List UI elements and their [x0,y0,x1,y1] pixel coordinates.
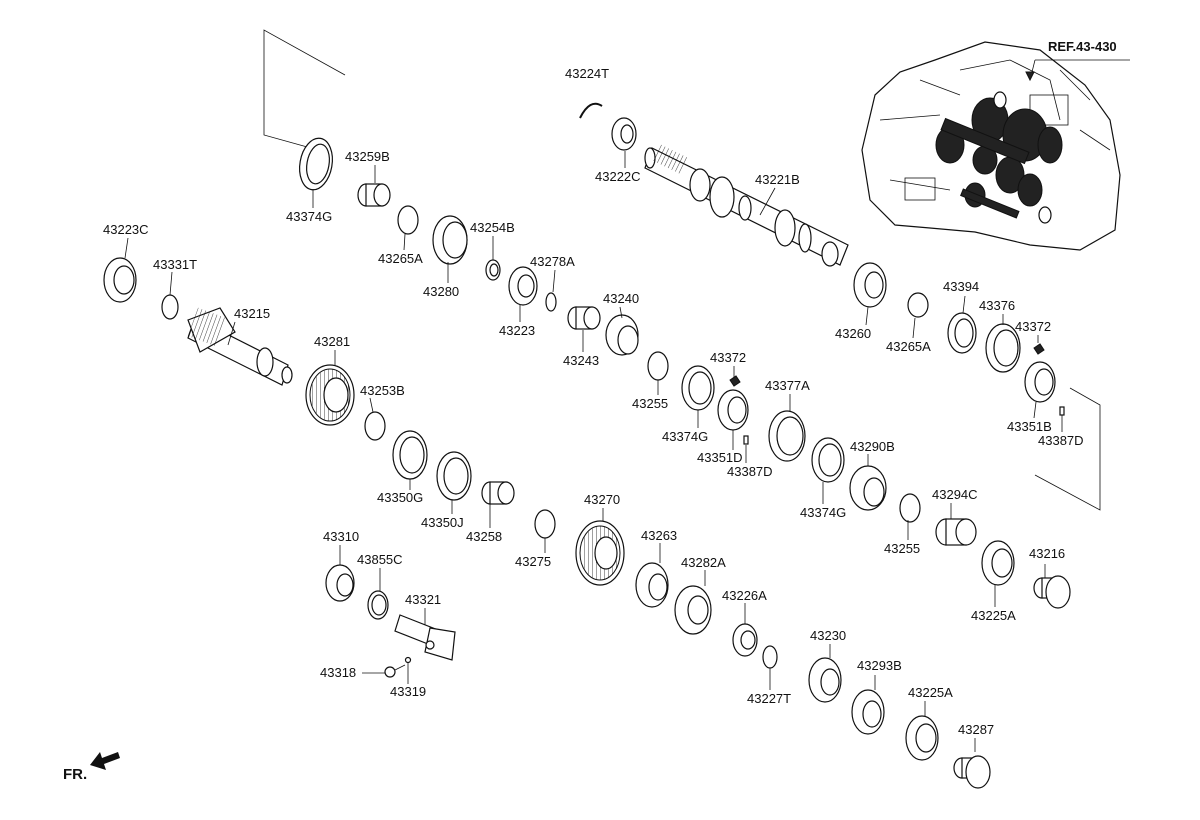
part-label[interactable]: 43254B [470,220,515,235]
part-label[interactable]: 43377A [765,378,810,393]
part-label[interactable]: 43223C [103,222,149,237]
part-label[interactable]: 43259B [345,149,390,164]
part-label[interactable]: 43374G [800,505,846,520]
front-arrow-icon [90,752,120,770]
part-label[interactable]: 43240 [603,291,639,306]
part-labels: 43374G 43259B 43223C 43331T 43215 43265A… [103,66,1084,737]
part-label[interactable]: 43281 [314,334,350,349]
part-label[interactable]: 43387D [1038,433,1084,448]
part-label[interactable]: 43331T [153,257,197,272]
part-label[interactable]: 43255 [632,396,668,411]
part-label[interactable]: 43263 [641,528,677,543]
part-label[interactable]: 43321 [405,592,441,607]
part-label[interactable]: 43275 [515,554,551,569]
part-label[interactable]: 43318 [320,665,356,680]
bracket-lines [263,29,1101,511]
part-label[interactable]: 43290B [850,439,895,454]
reference-transmission-image [861,41,1130,251]
part-label[interactable]: 43855C [357,552,403,567]
part-label[interactable]: 43319 [390,684,426,699]
part-label[interactable]: 43222C [595,169,641,184]
part-label[interactable]: 43255 [884,541,920,556]
part-label[interactable]: 43394 [943,279,979,294]
part-label[interactable]: 43372 [710,350,746,365]
part-label[interactable]: 43351D [697,450,743,465]
part-label[interactable]: 43350J [421,515,464,530]
part-label[interactable]: 43243 [563,353,599,368]
part-label[interactable]: 43215 [234,306,270,321]
part-label[interactable]: 43224T [565,66,609,81]
part-label[interactable]: 43282A [681,555,726,570]
part-label[interactable]: 43270 [584,492,620,507]
part-label[interactable]: 43216 [1029,546,1065,561]
leader-lines [124,151,1063,752]
part-label[interactable]: 43230 [810,628,846,643]
part-label[interactable]: 43294C [932,487,978,502]
part-label[interactable]: 43226A [722,588,767,603]
part-label[interactable]: 43350G [377,490,423,505]
part-label[interactable]: 43221B [755,172,800,187]
part-label[interactable]: 43253B [360,383,405,398]
part-label[interactable]: 43287 [958,722,994,737]
part-label[interactable]: 43387D [727,464,773,479]
upper-shaft [644,144,849,267]
part-label[interactable]: 43293B [857,658,902,673]
part-label[interactable]: 43258 [466,529,502,544]
part-label[interactable]: 43223 [499,323,535,338]
part-label[interactable]: 43227T [747,691,791,706]
part-label[interactable]: 43310 [323,529,359,544]
part-label[interactable]: 43351B [1007,419,1052,434]
part-label[interactable]: 43260 [835,326,871,341]
reference-label[interactable]: REF.43-430 [1048,39,1117,54]
part-label[interactable]: 43376 [979,298,1015,313]
part-label[interactable]: 43374G [286,209,332,224]
part-label[interactable]: 43374G [662,429,708,444]
part-label[interactable]: 43265A [378,251,423,266]
lower-left-shaft [187,307,293,386]
part-label[interactable]: 43372 [1015,319,1051,334]
part-label[interactable]: 43280 [423,284,459,299]
part-label[interactable]: 43278A [530,254,575,269]
part-label[interactable]: 43265A [886,339,931,354]
part-label[interactable]: 43225A [908,685,953,700]
direction-label: FR. [63,766,87,783]
part-label[interactable]: 43225A [971,608,1016,623]
